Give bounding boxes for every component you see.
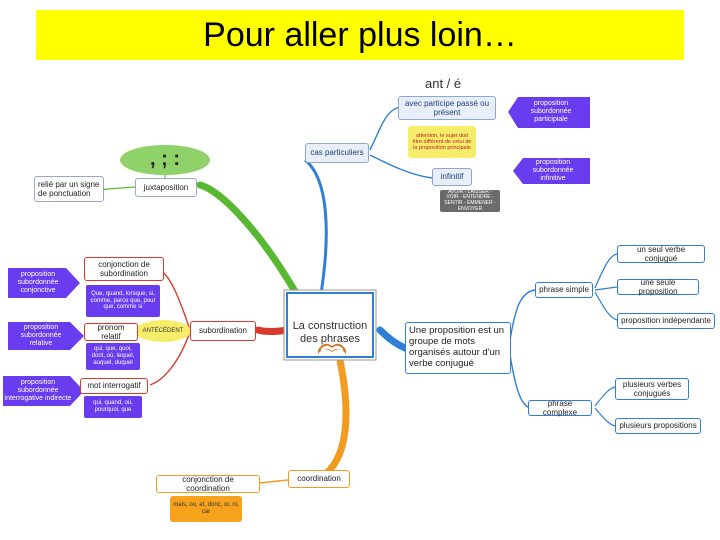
center-title: La construction des phrases: [292, 320, 368, 345]
simple-item-2: une seule proposition: [617, 278, 699, 296]
prop-interro-label: proposition subordonnée interrogative in…: [4, 379, 72, 402]
pronom-words-box: qui, que, quoi, dont, où, lequel, auquel…: [86, 343, 140, 370]
title-bar: [36, 10, 684, 60]
verbes-note: AVOIR - LAISSER - VOIR - ENTENDRE - SENT…: [440, 189, 500, 212]
antecedent-label: ANTÉCÉDENT: [142, 328, 184, 334]
link-simple-3: [594, 291, 618, 321]
arrow-shape-interrogative: [3, 376, 84, 406]
conj-words-box: Que, quand, lorsque, si, comme, parce qu…: [86, 285, 160, 317]
interro-words-box: qui, quand, où, pourquoi, que: [84, 396, 142, 418]
attention-note: attention, le sujet doit être différent …: [408, 126, 476, 158]
phrase-complexe-node: phrase complexe: [528, 399, 592, 417]
subordination-node: subordination: [190, 321, 256, 341]
link-coord-conj: [259, 479, 289, 484]
link-complexe-2: [594, 407, 616, 427]
link-cas-participe: [369, 106, 401, 151]
infinitif-node: infinitif: [432, 168, 472, 186]
slide-title: Pour aller plus loin…: [203, 15, 517, 54]
arrow-shape-infinitive: [513, 158, 590, 184]
signs-bubble: , ; :: [150, 147, 180, 170]
simple-item-1: un seul verbe conjugué: [617, 245, 705, 263]
juxtaposition-node: juxtaposition: [135, 178, 197, 197]
arrow-shape-conjonctive: [8, 268, 80, 298]
relie-node: relié par un signe de ponctuation: [34, 176, 104, 202]
prop-participiale-label: proposition subordonnée participiale: [530, 100, 572, 123]
link-center-cas: [304, 158, 328, 301]
link-def-simple: [509, 289, 536, 341]
prop-rel-label: proposition subordonnée relative: [20, 324, 62, 347]
link-center-definition: [376, 326, 409, 352]
link-center-coordination: [316, 356, 350, 482]
cas-particuliers-node: cas particuliers: [305, 143, 369, 163]
conj-sub-node: conjonction de subordination: [84, 257, 164, 281]
complexe-item-1: plusieurs verbes conjugués: [615, 378, 689, 400]
link-simple-2: [594, 286, 618, 291]
coordination-node: coordination: [288, 470, 350, 488]
link-complexe-1: [594, 386, 616, 407]
mot-interro-node: mot interrogatif: [80, 378, 148, 394]
conj-coord-node: conjonction de coordination: [156, 475, 260, 493]
link-cas-infinitif: [369, 154, 433, 179]
phrase-simple-node: phrase simple: [535, 282, 593, 298]
participe-node: avec participe passé ou présent: [398, 96, 496, 120]
ant-label: ant / é: [425, 76, 462, 91]
definition-node: Une proposition est un groupe de mots or…: [405, 322, 511, 374]
link-sub-interro: [149, 331, 191, 386]
prop-conj-label: proposition subordonnée conjonctive: [17, 271, 59, 294]
link-center-juxtaposition: [196, 181, 304, 304]
antecedent-shape: [135, 320, 191, 342]
simple-item-3: proposition indépendante: [617, 313, 715, 329]
link-simple-1: [594, 253, 618, 289]
book-icon: [318, 343, 346, 354]
prop-infinitive-label: proposition subordonnée infinitive: [532, 159, 574, 182]
coord-words-box: mais, ou, et, donc, or, ni, car: [170, 496, 242, 522]
arrow-shape-relative: [8, 322, 84, 350]
pronom-relatif-node: pronom relatif: [84, 323, 138, 341]
arrow-shape-participiale: [508, 97, 590, 128]
link-def-complexe: [509, 354, 531, 409]
complexe-item-2: plusieurs propositions: [615, 418, 701, 434]
signs-bubble-shape: [120, 145, 210, 175]
